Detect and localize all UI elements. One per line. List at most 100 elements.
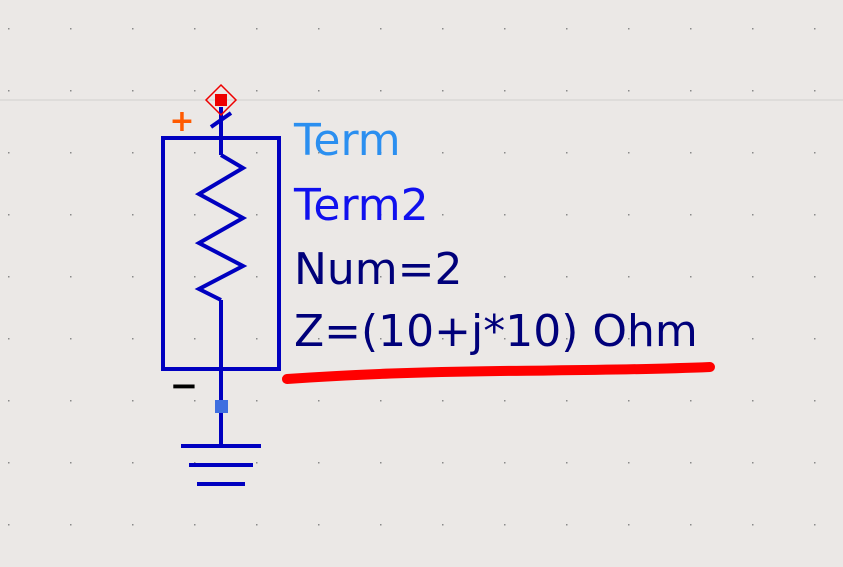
grid-dot — [256, 214, 258, 216]
grid-dot — [628, 276, 630, 278]
grid-dot — [504, 28, 506, 30]
grid-dot — [380, 90, 382, 92]
grid-dot — [504, 400, 506, 402]
grid-dot — [442, 400, 444, 402]
term-symbol[interactable] — [161, 107, 281, 486]
grid-dot — [194, 152, 196, 154]
grid-dot — [318, 214, 320, 216]
grid-dot — [8, 524, 10, 526]
grid-dot — [380, 462, 382, 464]
grid-dot — [566, 28, 568, 30]
grid-dot — [318, 90, 320, 92]
impedance-parameter-label[interactable]: Z=(10+j*10) Ohm — [294, 306, 698, 357]
grid-dot — [690, 338, 692, 340]
grid-dot — [566, 338, 568, 340]
grid-dot — [256, 338, 258, 340]
grid-dot — [814, 338, 816, 340]
grid-dot — [628, 524, 630, 526]
grid-dot — [814, 90, 816, 92]
grid-dot — [814, 214, 816, 216]
grid-dot — [194, 276, 196, 278]
grid-dot — [442, 338, 444, 340]
grid-dot — [380, 524, 382, 526]
grid-dot — [442, 152, 444, 154]
grid-dot — [504, 462, 506, 464]
grid-dot — [504, 214, 506, 216]
grid-dot — [194, 524, 196, 526]
grid-dot — [256, 400, 258, 402]
grid-dot — [70, 90, 72, 92]
grid-dot — [752, 28, 754, 30]
num-parameter-label[interactable]: Num=2 — [294, 244, 463, 295]
grid-dot — [566, 400, 568, 402]
resistor-zigzag — [194, 153, 248, 302]
grid-dot — [132, 400, 134, 402]
grid-dot — [752, 524, 754, 526]
grid-dot — [8, 400, 10, 402]
grid-dot — [132, 90, 134, 92]
grid-dot — [690, 400, 692, 402]
grid-dot — [194, 90, 196, 92]
grid-dot — [256, 276, 258, 278]
grid-dot — [380, 28, 382, 30]
grid-dot — [504, 338, 506, 340]
grid-dot — [256, 462, 258, 464]
grid-dot — [70, 276, 72, 278]
grid-dot — [752, 152, 754, 154]
grid-dot — [752, 90, 754, 92]
top-pin-marker[interactable] — [204, 83, 238, 117]
grid-dot — [442, 524, 444, 526]
grid-dot — [380, 152, 382, 154]
grid-dot — [566, 90, 568, 92]
grid-dot — [442, 214, 444, 216]
grid-dot — [318, 276, 320, 278]
grid-dot — [380, 276, 382, 278]
grid-dot — [814, 400, 816, 402]
grid-dot — [132, 214, 134, 216]
grid-dot — [628, 28, 630, 30]
grid-dot — [628, 338, 630, 340]
grid-dot — [8, 214, 10, 216]
pin-red-square — [215, 94, 227, 106]
grid-dot — [8, 152, 10, 154]
grid-dot — [814, 462, 816, 464]
pin-diamond-outline — [204, 83, 238, 117]
ground-pin-square[interactable] — [215, 400, 228, 413]
grid-dot — [256, 90, 258, 92]
grid-dot — [194, 338, 196, 340]
grid-dot — [132, 462, 134, 464]
grid-dot — [70, 338, 72, 340]
grid-dot — [690, 152, 692, 154]
ground-symbol — [181, 444, 261, 486]
grid-dot — [628, 400, 630, 402]
grid-dot — [256, 28, 258, 30]
grid-dots — [8, 28, 816, 526]
grid-dot — [628, 90, 630, 92]
grid-dot — [132, 524, 134, 526]
grid-dot — [752, 276, 754, 278]
grid-dot — [380, 400, 382, 402]
grid-dot — [566, 524, 568, 526]
grid-dot — [690, 28, 692, 30]
grid-dot — [132, 28, 134, 30]
grid-dot — [442, 276, 444, 278]
grid-dot — [814, 276, 816, 278]
grid-dot — [752, 400, 754, 402]
grid-dot — [318, 152, 320, 154]
grid-dot — [690, 276, 692, 278]
grid-dot — [504, 524, 506, 526]
grid-dot — [8, 338, 10, 340]
grid-dot — [70, 400, 72, 402]
grid-dot — [194, 28, 196, 30]
instance-name-label[interactable]: Term2 — [294, 180, 429, 231]
grid-dot — [628, 152, 630, 154]
grid-dot — [628, 462, 630, 464]
grid-dot — [8, 90, 10, 92]
minus-polarity-sign: − — [170, 366, 199, 406]
grid-dot — [194, 400, 196, 402]
grid-dot — [442, 90, 444, 92]
grid-dot — [132, 152, 134, 154]
grid-dot — [194, 214, 196, 216]
grid-dot — [318, 400, 320, 402]
